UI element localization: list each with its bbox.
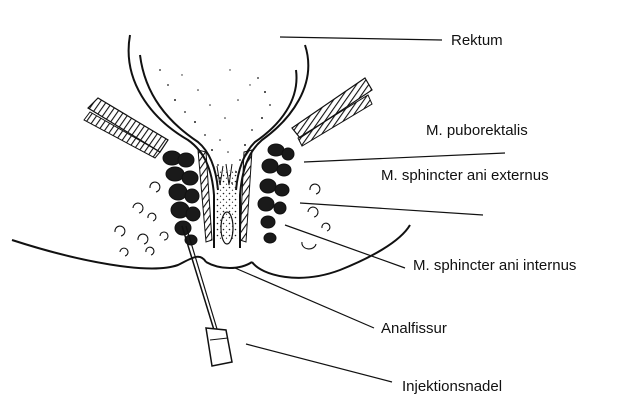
label-sphincter-externus: M. sphincter ani externus (381, 167, 549, 184)
leader-lines (234, 36, 506, 383)
anal-canal (216, 163, 238, 245)
external-sphincter (162, 143, 295, 246)
rectum-wall (127, 34, 310, 248)
injection-needle (181, 225, 233, 367)
puborectalis-muscle (83, 77, 373, 159)
skin-outline (11, 224, 411, 279)
label-analfissur: Analfissur (381, 320, 447, 337)
internal-sphincter (197, 149, 253, 243)
fat-tissue (114, 181, 331, 257)
label-puborektalis: M. puborektalis (426, 122, 528, 139)
label-injektionsnadel: Injektionsnadel (402, 378, 503, 395)
label-sphincter-internus: M. sphincter ani internus (413, 257, 577, 274)
label-rektum: Rektum (451, 32, 503, 49)
